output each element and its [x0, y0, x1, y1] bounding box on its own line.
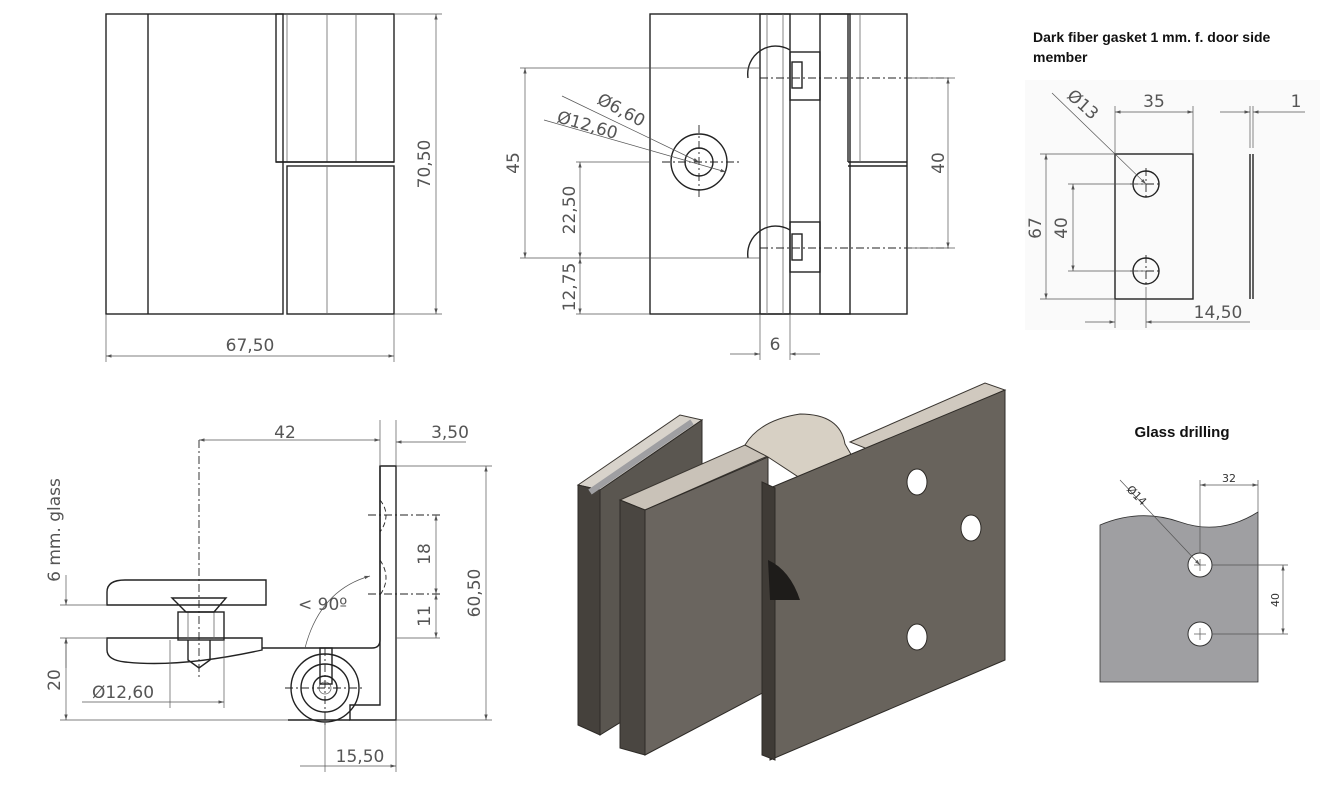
- dim-15-50: 15,50: [336, 747, 385, 767]
- gasket-title: Dark fiber gasket 1 mm. f. door side: [1033, 29, 1271, 45]
- glass-dim-40: 40: [1269, 593, 1282, 607]
- dim-22-50: 22,50: [560, 186, 580, 235]
- gasket-title-line2: member: [1033, 49, 1088, 65]
- dim-40: 40: [929, 152, 949, 174]
- side-view: Ø6,60 Ø12,60 45 22,50 12,75 40 6: [504, 13, 955, 360]
- dim-6: 6: [770, 335, 781, 355]
- glass-dim-32: 32: [1222, 472, 1236, 485]
- gasket-height-label: 67: [1026, 217, 1046, 239]
- plan-hole-label: Ø12,60: [92, 683, 154, 703]
- hinge-3d-render: [576, 382, 1007, 761]
- dim-20: 20: [45, 669, 65, 691]
- angle-label: < 90º: [298, 595, 347, 615]
- dim-3-50: 3,50: [431, 423, 469, 443]
- glass-drilling-view: Glass drilling Ø14 32 40: [1099, 424, 1288, 683]
- dim-42: 42: [274, 423, 296, 443]
- gasket-offset-label: 14,50: [1194, 303, 1243, 323]
- glass-drilling-title: Glass drilling: [1134, 424, 1229, 441]
- dim-12-75: 12,75: [560, 263, 580, 312]
- front-height-label: 70,50: [415, 140, 435, 189]
- gasket-width-label: 35: [1143, 92, 1165, 112]
- glass-label: 6 mm. glass: [45, 478, 65, 582]
- front-width-label: 67,50: [226, 336, 275, 356]
- dim-60-50: 60,50: [465, 569, 485, 618]
- plan-view: < 90º 42 3,50 60,50 18 11 6 mm. glass 20…: [45, 420, 492, 772]
- dim-18: 18: [415, 543, 435, 565]
- gasket-view: Dark fiber gasket 1 mm. f. door side mem…: [1025, 29, 1320, 330]
- gasket-pitch-label: 40: [1052, 217, 1072, 239]
- front-view: 67,50 70,50: [105, 13, 442, 362]
- gasket-thickness-label: 1: [1291, 92, 1302, 112]
- glass-hole-label: Ø14: [1124, 483, 1149, 508]
- dim-45: 45: [504, 152, 524, 174]
- dim-11: 11: [415, 605, 435, 627]
